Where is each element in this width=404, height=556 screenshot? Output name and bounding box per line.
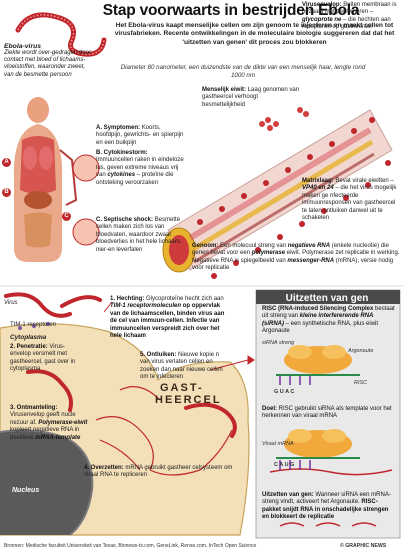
ebola-virus-note: Ebola-virus Ziekte wordt over-gedragen d…	[4, 43, 92, 79]
cytokine-heading: B. Cytokinestorm:	[96, 150, 148, 156]
septische-body: Besmette cellen maken zich los van bloed…	[96, 217, 182, 253]
hechting-body: Glycoproteïne hecht zich aan	[146, 296, 224, 302]
virusenvelop-note: Virusenvelop: Buiten membraan is bezaaid…	[302, 2, 398, 32]
ontmanteling-em: Polymerase-eiwit	[38, 419, 88, 426]
doel-note: Doel: RISC gebruikt siRNA als template v…	[262, 406, 396, 421]
matrix-tail: – die het virus mogelijk maken ge nfecte…	[302, 185, 397, 222]
sirna-term: kleine interfererende RNA (siRNA)	[262, 313, 374, 327]
nucleus-label: Nucleus	[12, 487, 40, 494]
doel-heading: Doel:	[262, 406, 277, 412]
human-body	[13, 97, 78, 262]
genoom-mid: (enkele nucleotie) die genen bevat voor …	[192, 243, 389, 257]
cytokine-body: Immuuncellen raken in eindeloze lus, gev…	[96, 157, 184, 179]
host-cell	[0, 323, 250, 536]
uitzetten-bold: RISC-pakket snijdt RNA in onschadelijke …	[262, 499, 389, 521]
gastheercel-label-2: HEERCEL	[155, 394, 222, 406]
mensel-body: Laag genomen van gastheercel verhoogt be…	[202, 87, 300, 108]
virusenv-body: Buiten membraan is bezaaid met peplomere…	[302, 2, 397, 16]
genoom-em: negatieve RNA	[287, 243, 331, 249]
risc-tail: – een synthetische RNA, plus eiwit Argon…	[262, 320, 379, 335]
matrixlaag-note: Matrixlaag: Bevat virale eiwitten – VP40…	[302, 178, 398, 222]
uitzetten-heading: Uitzetten van gen:	[262, 492, 314, 498]
overzetten-heading: 4. Overzetten:	[84, 465, 124, 471]
penetratie-heading: 2. Penetratie:	[10, 344, 48, 350]
matrix-heading: Matrixlaag:	[302, 178, 334, 184]
menselijk-eiwit-note: Menselijk eiwit: Laag genomen van gasthe…	[202, 87, 300, 109]
penetratie-body: Virus-envelop versmelt met gastheercel, …	[10, 344, 76, 373]
genoom-em2: polymerase	[251, 250, 286, 257]
ebola-heading: Ebola-virus	[4, 43, 42, 50]
cut-rna-fragments	[279, 522, 377, 527]
virus-filaments	[4, 292, 237, 438]
symptomen-body: Koorts, hoofdpijn, gewrichts- en spierpi…	[96, 125, 184, 146]
cytokine-note: B. Cytokinestorm: Immuuncellen raken in …	[96, 150, 184, 187]
ontluiken-body: Nieuwe kopie n van virus verlaten cellen…	[140, 352, 223, 381]
genoom-note: Genoom: Een molecuul streng van negatiev…	[192, 243, 402, 273]
ontluiken-heading: 5. Ontluiken:	[140, 352, 177, 358]
genoom-tail2: (mRNA), versie nodig voor replicatie	[192, 257, 394, 272]
uitzetten-note: Uitzetten van gen: Wanneer siRNA een mRN…	[262, 492, 396, 522]
sirna-label: siRNA streng	[262, 340, 295, 346]
virusenv-heading: Virusenvelop:	[302, 2, 342, 8]
caug-sequence: C A U G	[274, 462, 295, 468]
septische-heading: C. Septische shock:	[96, 217, 154, 223]
badge-a: A	[2, 158, 11, 167]
risc-consists: bestaat uit streng van	[262, 306, 395, 320]
penetratie-note: 2. Penetratie: Virus-envelop versmelt me…	[10, 344, 76, 374]
viraal-mrna-label: Viraal mRNA	[262, 441, 294, 447]
risc-diagram-top	[276, 345, 360, 385]
hechting-em: TIM-1 receptormoleculen	[110, 303, 182, 310]
gastheercel-label-1: GAST-	[160, 382, 204, 394]
matrix-em: VP40 en 24	[302, 185, 334, 192]
cytoplasma-label: Cytoplasma	[10, 334, 47, 341]
gene-silencing-title: Uitzetten van gen	[285, 293, 369, 304]
virus-label: Virus	[4, 300, 18, 306]
intro-text: Het Ebola-virus kaapt menselijke cellen …	[114, 22, 395, 46]
doel-body: RISC gebruikt siRNA als template voor he…	[262, 406, 392, 420]
protein-cluster	[259, 107, 309, 131]
symptomen-heading: A. Symptomen:	[96, 125, 141, 131]
gene-silencing-panel	[255, 289, 401, 539]
badge-c: C	[62, 212, 71, 221]
hechting-note: 1. Hechting: Glycoproteïne hecht zich aa…	[110, 296, 228, 340]
risc-diagram-bottom	[269, 429, 393, 476]
cytokine-em: cytokines	[107, 172, 136, 179]
virusenv-em: glycoprote ne	[302, 16, 342, 23]
hechting-heading: 1. Hechting:	[110, 296, 145, 302]
virusenv-tail: – die hechten aan receptoren op gastheer…	[302, 16, 391, 31]
mensel-heading: Menselijk eiwit:	[202, 87, 247, 93]
diameter-note: Diameter 80 nanometer, een duizendste va…	[120, 64, 366, 79]
argonaute-label: Argonaute	[348, 348, 374, 354]
ebola-body: Ziekte wordt over-gedragen door contact …	[4, 50, 91, 78]
guac-sequence: G U A C	[274, 389, 295, 395]
copyright: © GRAPHIC NEWS	[340, 543, 387, 549]
genoom-em3: messenger-RNA	[287, 257, 335, 264]
genoom-body: Een molecuul streng van	[220, 243, 287, 249]
virion-cutaway	[162, 109, 393, 279]
matrix-body: Bevat virale eiwitten –	[335, 178, 394, 184]
risc-description: RISC (RNA-induced Silencing Complex best…	[262, 306, 396, 336]
genoom-tail: eiwit. Polymerase zet replicatie in werk…	[192, 250, 400, 264]
tim-receptor-label: TIM-1 receptoren	[10, 322, 57, 328]
risc-label: RISC	[354, 380, 368, 386]
risc-term: RISC (RNA-induced Silencing Complex	[262, 306, 374, 312]
ontmanteling-em2: mRNA-template	[35, 434, 81, 441]
ontmanteling-tail: kopieert negatieve RNA in positieve	[10, 427, 80, 441]
overzetten-note: 4. Overzetten: mRNA gebruikt gastheer ce…	[84, 465, 234, 480]
ontmanteling-note: 3. Ontmanteling: Virusenvelop geeft nucl…	[10, 405, 92, 442]
septische-note: C. Septische shock: Besmette cellen make…	[96, 217, 184, 254]
page-title: Stap voorwaarts in bestrijden Ebola	[102, 2, 360, 19]
ontmanteling-heading: 3. Ontmanteling:	[10, 405, 58, 411]
badge-b: B	[2, 188, 11, 197]
ontluiken-note: 5. Ontluiken: Nieuwe kopie n van virus v…	[140, 352, 224, 382]
hechting-tail: op oppervlak van de lichaamscellen, bind…	[110, 303, 225, 340]
cytokine-tail: – proteïne die ontsteking veroorzaken	[96, 172, 174, 186]
genoom-heading: Genoom:	[192, 243, 219, 249]
sources-footer: Bronnen: Medische faculteit Universiteit…	[4, 543, 257, 549]
ontmanteling-body: Virusenvelop geeft nucle nezuur af.	[10, 412, 76, 426]
uitzetten-body: Wanneer siRNA een mRNA-streng vindt, act…	[262, 492, 391, 506]
overzetten-body: mRNA gebruikt gastheer celsysteem om vir…	[84, 465, 233, 479]
symptomen-note: A. Symptomen: Koorts, hoofdpijn, gewrich…	[96, 125, 184, 147]
